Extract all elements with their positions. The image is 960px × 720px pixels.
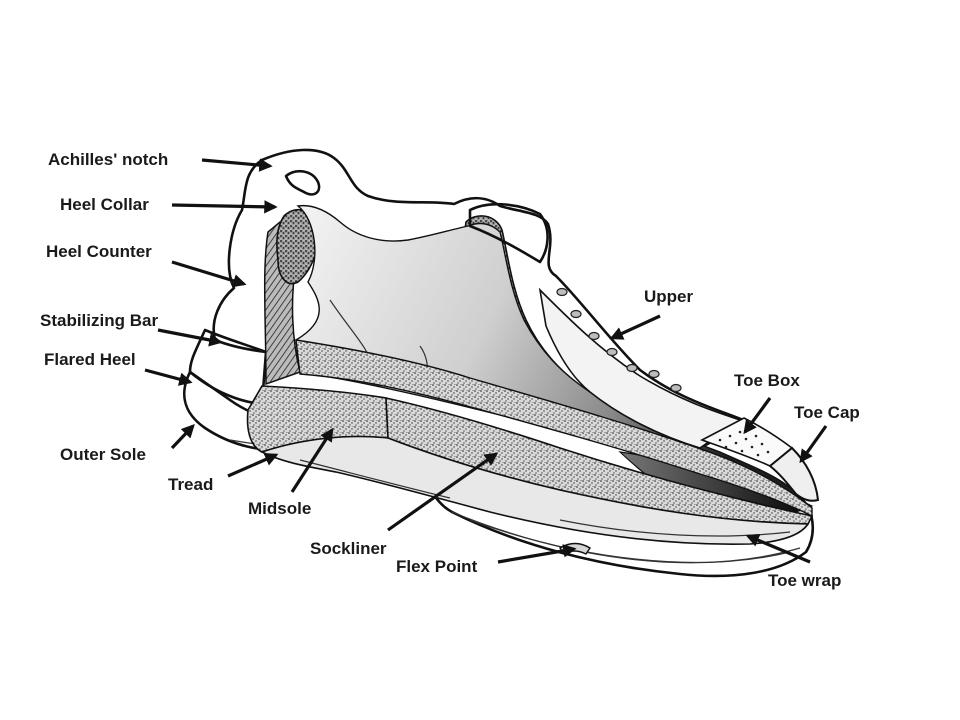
- pointer-flex-point: [497, 544, 577, 564]
- label-toe-wrap: Toe wrap: [768, 571, 841, 590]
- pointer-achilles-notch: [201, 158, 273, 172]
- labels: Achilles' notch Heel Collar Heel Counter…: [40, 150, 860, 590]
- toe-cap-shape: [768, 446, 820, 502]
- tread-shape: [259, 435, 810, 545]
- toe-box-perforations: [718, 430, 770, 457]
- pointer-outer-sole: [170, 424, 195, 450]
- flex-point-shape: [559, 542, 591, 555]
- label-outer-sole: Outer Sole: [60, 445, 146, 464]
- label-toe-box: Toe Box: [734, 371, 800, 390]
- label-heel-counter: Heel Counter: [46, 242, 152, 261]
- label-flex-point: Flex Point: [396, 557, 478, 576]
- label-heel-collar: Heel Collar: [60, 195, 149, 214]
- label-sockliner: Sockliner: [310, 539, 387, 558]
- label-midsole: Midsole: [248, 499, 311, 518]
- sockliner-shape: [295, 339, 813, 518]
- tongue-shape: [468, 202, 549, 264]
- shoe-illustration: [183, 148, 820, 578]
- label-upper: Upper: [644, 287, 694, 306]
- label-stabilizing-bar: Stabilizing Bar: [40, 311, 158, 330]
- label-tread: Tread: [168, 475, 213, 494]
- pointer-upper: [609, 314, 661, 340]
- pointer-toe-cap: [799, 425, 828, 464]
- eyelets: [556, 287, 682, 393]
- pointer-heel-counter: [171, 260, 247, 288]
- heel-body-shape: [188, 328, 268, 406]
- pointer-toe-wrap: [745, 533, 811, 564]
- pointer-tread: [227, 453, 279, 478]
- pointer-flared-heel: [144, 368, 193, 386]
- pointer-heel-collar: [171, 200, 278, 214]
- pointer-sockliner: [387, 452, 499, 532]
- pointer-stabilizing-bar: [157, 328, 223, 347]
- label-toe-cap: Toe Cap: [794, 403, 860, 422]
- label-achilles-notch: Achilles' notch: [48, 150, 168, 169]
- label-flared-heel: Flared Heel: [44, 350, 136, 369]
- pointer-lines: [144, 158, 828, 564]
- pointer-midsole: [290, 427, 334, 493]
- pointer-toe-box: [743, 397, 772, 435]
- achilles-notch-shape: [284, 169, 321, 196]
